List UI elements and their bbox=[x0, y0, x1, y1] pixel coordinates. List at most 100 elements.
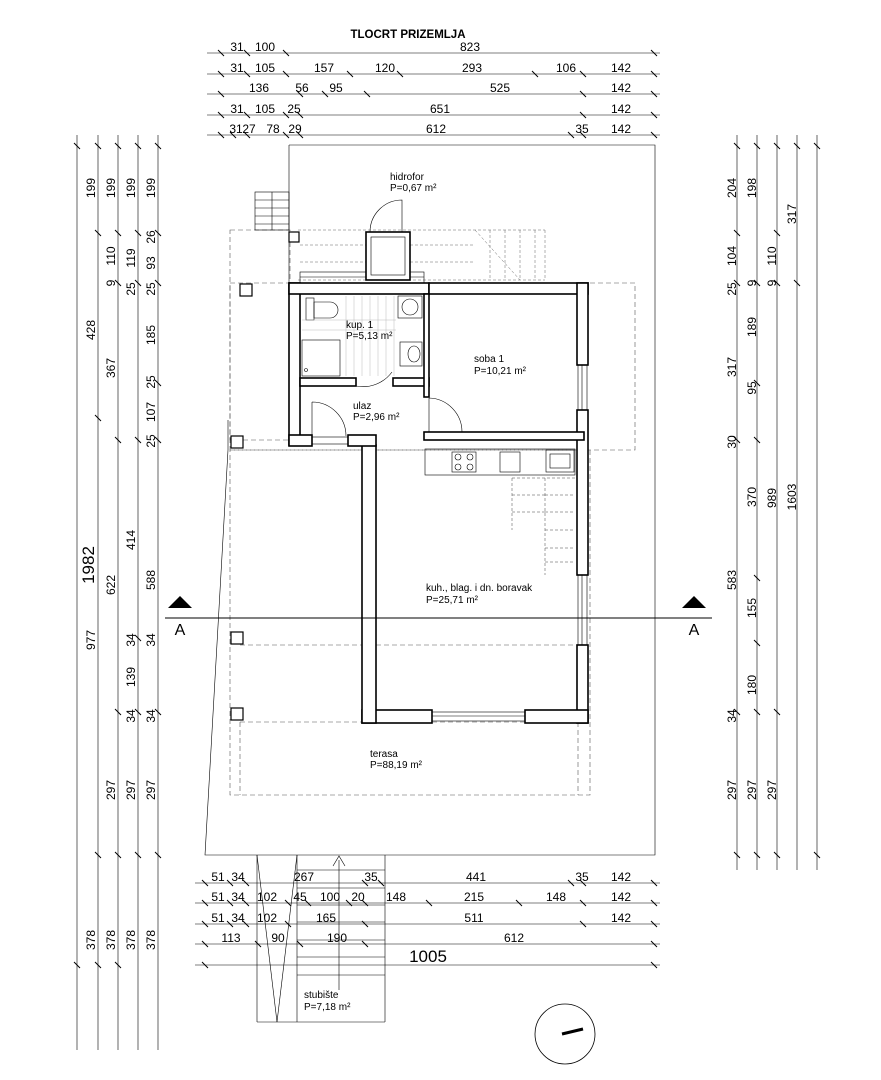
top-dimension-labels: 31 100 823 31 105 157 120 293 106 142 13… bbox=[229, 40, 631, 136]
dim-label: 25 bbox=[144, 375, 158, 389]
dim-label: 622 bbox=[104, 575, 118, 595]
dim-label: 142 bbox=[611, 61, 631, 75]
dim-label: 511 bbox=[464, 911, 483, 925]
dim-label: 204 bbox=[725, 178, 739, 198]
right-dimension-labels: 204 104 25 317 30 583 34 297 198 9 189 9… bbox=[725, 178, 799, 800]
dim-label: 1982 bbox=[79, 546, 98, 584]
dim-label: 165 bbox=[316, 911, 336, 925]
dim-label: 119 bbox=[124, 248, 138, 267]
dim-label: 198 bbox=[745, 178, 759, 198]
dim-label: 267 bbox=[294, 870, 314, 884]
left-dimension-labels: 1982 199 428 977 378 199 110 9 367 622 2… bbox=[79, 178, 158, 950]
dim-label: 142 bbox=[611, 122, 631, 136]
kitchen-fixtures bbox=[424, 448, 576, 575]
dim-label: 297 bbox=[104, 780, 118, 800]
dim-label: 297 bbox=[745, 780, 759, 800]
dim-label: 142 bbox=[611, 102, 631, 116]
dim-label: 120 bbox=[375, 61, 395, 75]
dim-label: 95 bbox=[329, 81, 343, 95]
building-walls bbox=[288, 231, 589, 724]
room-area-stairs: P=7,18 m² bbox=[304, 1002, 351, 1013]
dim-label: 148 bbox=[546, 890, 566, 904]
dim-label: 102 bbox=[257, 890, 277, 904]
dim-label: 199 bbox=[104, 178, 118, 198]
plan-title: TLOCRT PRIZEMLJA bbox=[351, 29, 466, 41]
room-name-entrance: ulaz bbox=[353, 401, 371, 412]
dim-label: 31 bbox=[230, 102, 244, 116]
dim-label: 297 bbox=[124, 780, 138, 800]
dim-label: 297 bbox=[765, 780, 779, 800]
dim-label: 612 bbox=[504, 931, 524, 945]
dim-label: 189 bbox=[745, 317, 759, 337]
dim-label: 25 bbox=[287, 102, 301, 116]
dim-label: 157 bbox=[314, 61, 334, 75]
dim-label: 378 bbox=[124, 930, 138, 950]
dim-label: 34 bbox=[231, 911, 245, 925]
dim-label: 25 bbox=[144, 282, 158, 296]
dim-label: 588 bbox=[144, 570, 158, 590]
dim-label: 34 bbox=[124, 633, 138, 647]
dim-label: 35 bbox=[575, 122, 589, 136]
room-area-entrance: P=2,96 m² bbox=[353, 412, 400, 423]
dim-label: 34 bbox=[144, 633, 158, 647]
right-dimension-lines bbox=[733, 135, 821, 870]
dim-label: 30 bbox=[725, 435, 739, 449]
dim-label: 297 bbox=[725, 780, 739, 800]
dim-label: 93 bbox=[144, 256, 158, 270]
dim-label: 90 bbox=[271, 931, 285, 945]
dim-label: 293 bbox=[462, 61, 482, 75]
dim-label: 34 bbox=[124, 709, 138, 723]
doors bbox=[311, 199, 463, 437]
dim-label: 9 bbox=[765, 279, 779, 286]
section-mark-left: A bbox=[175, 622, 186, 639]
dim-label: 27 bbox=[242, 122, 256, 136]
dim-label: 105 bbox=[255, 61, 275, 75]
dim-label: 78 bbox=[266, 122, 280, 136]
dim-label: 525 bbox=[490, 81, 510, 95]
dim-label: 113 bbox=[221, 931, 240, 945]
dim-label: 110 bbox=[104, 246, 118, 265]
dim-label: 51 bbox=[211, 890, 225, 904]
dim-label: 31 bbox=[230, 61, 244, 75]
room-name-hidrofor: hidrofor bbox=[390, 172, 425, 183]
dim-label: 977 bbox=[84, 630, 98, 650]
dim-label: 25 bbox=[725, 282, 739, 296]
dim-label: 199 bbox=[124, 178, 138, 198]
dim-label: 34 bbox=[725, 709, 739, 723]
dim-label: 9 bbox=[745, 279, 759, 286]
room-area-terrace: P=88,19 m² bbox=[370, 760, 423, 771]
dim-label: 107 bbox=[144, 402, 158, 422]
dim-label: 823 bbox=[460, 40, 480, 54]
room-name-living: kuh., blag. i dn. boravak bbox=[426, 583, 533, 594]
dim-label: 136 bbox=[249, 81, 269, 95]
dim-label: 199 bbox=[144, 178, 158, 198]
top-dimension-lines bbox=[207, 49, 660, 139]
dim-label: 9 bbox=[104, 279, 118, 286]
dim-label: 106 bbox=[556, 61, 576, 75]
dim-label: 105 bbox=[255, 102, 275, 116]
dim-label: 378 bbox=[104, 930, 118, 950]
dim-label: 110 bbox=[765, 246, 779, 265]
room-area-living: P=25,71 m² bbox=[426, 595, 479, 606]
section-mark-right: A bbox=[689, 622, 700, 639]
dim-label: 651 bbox=[430, 102, 450, 116]
dim-label: 148 bbox=[386, 890, 406, 904]
dim-label: 190 bbox=[327, 931, 347, 945]
dim-label: 20 bbox=[351, 890, 365, 904]
dim-label: 51 bbox=[211, 911, 225, 925]
dim-label: 31 bbox=[229, 122, 243, 136]
dim-label: 297 bbox=[144, 780, 158, 800]
dim-label: 142 bbox=[611, 911, 631, 925]
dim-label: 139 bbox=[124, 667, 138, 687]
dim-label: 1603 bbox=[785, 483, 799, 510]
room-name-terrace: terasa bbox=[370, 749, 398, 760]
dim-label: 180 bbox=[745, 675, 759, 695]
dim-label: 51 bbox=[211, 870, 225, 884]
dim-label: 199 bbox=[84, 178, 98, 198]
dim-label: 102 bbox=[257, 911, 277, 925]
dim-label: 95 bbox=[745, 381, 759, 395]
dim-label: 35 bbox=[364, 870, 378, 884]
north-arrow-icon bbox=[534, 1003, 596, 1065]
dim-label: 428 bbox=[84, 320, 98, 340]
